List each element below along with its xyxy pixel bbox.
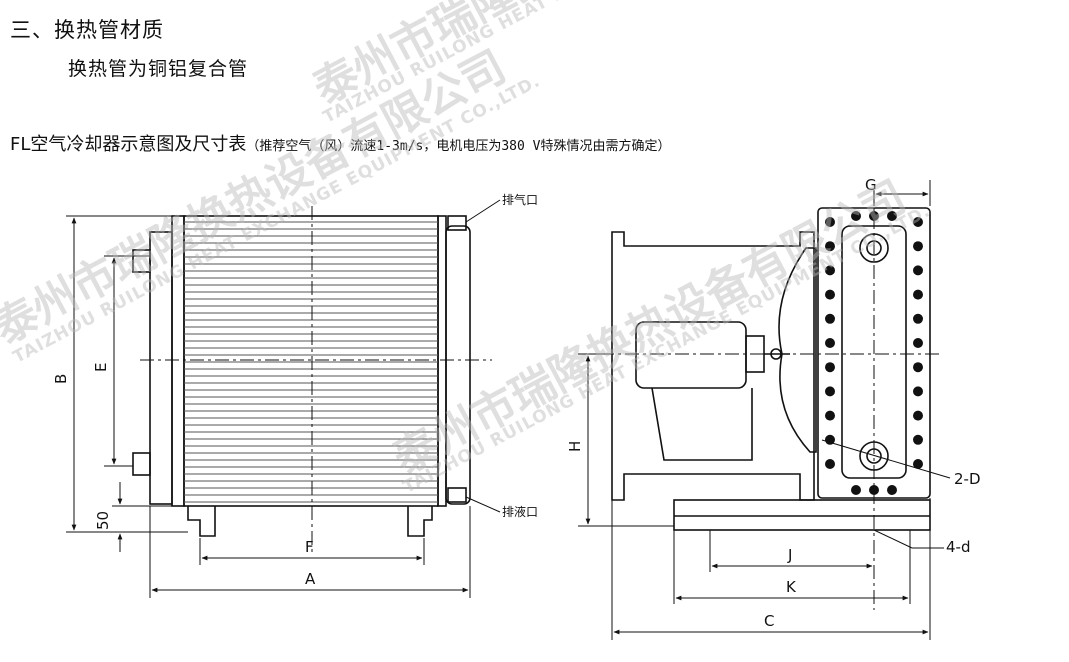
tube-dot	[913, 338, 923, 348]
motor-mount	[651, 387, 753, 461]
left-foot	[187, 506, 216, 537]
figure-caption: FL空气冷却器示意图及尺寸表（推荐空气（风）流速1-3m/s，电机电压为380 …	[10, 130, 670, 156]
dim-50-label: 50	[94, 511, 112, 530]
dim-G-label: G	[865, 176, 877, 194]
tube-dot	[825, 410, 835, 421]
tube-dot	[913, 289, 923, 300]
tube-dot	[851, 211, 861, 221]
tube-dot	[913, 313, 923, 324]
tube-dot	[913, 265, 923, 276]
tube-dot	[851, 485, 861, 495]
left-pipe-bottom	[132, 452, 151, 476]
right-foot	[407, 506, 433, 537]
tube-dot	[825, 338, 835, 348]
motor-body	[635, 321, 747, 389]
tube-dot	[913, 217, 923, 227]
tube-dot	[913, 434, 923, 445]
right-header	[445, 225, 471, 505]
fan-blade	[778, 247, 817, 453]
tube-dot	[825, 386, 835, 397]
dim-F-label: F	[305, 538, 314, 556]
tube-dot	[825, 362, 835, 373]
front-dimensions	[66, 199, 501, 598]
dim-C-label: C	[764, 612, 774, 630]
drain-cap	[447, 487, 467, 503]
vent-callout: 排气口	[502, 192, 538, 207]
left-pipe-top	[132, 249, 151, 273]
fin-core	[183, 215, 439, 507]
tube-dot	[913, 241, 923, 252]
dim-H-label: H	[566, 441, 584, 452]
tube-dots	[825, 211, 923, 495]
tube-dot	[913, 386, 923, 397]
side-view	[611, 207, 931, 531]
left-header	[149, 231, 173, 505]
dim-J-label: J	[787, 546, 792, 564]
tube-dot	[825, 459, 835, 469]
base-rail	[673, 499, 931, 531]
fin-lines	[184, 221, 438, 503]
right-frame	[437, 215, 447, 507]
tube-dot	[887, 211, 897, 221]
tube-dot	[825, 434, 835, 445]
tube-dot	[825, 241, 835, 252]
tube-dot	[913, 410, 923, 421]
dim-K-label: K	[786, 578, 797, 596]
tube-dot	[913, 459, 923, 469]
dim-A-label: A	[305, 570, 316, 588]
section-heading: 三、换热管材质	[10, 18, 164, 42]
side-centerlines	[600, 190, 940, 610]
side-dimensions	[578, 180, 951, 640]
tube-dot	[825, 289, 835, 300]
section-subheading: 换热管为铜铝复合管	[68, 58, 249, 80]
dim-B-label: B	[52, 374, 70, 384]
callout-4d: 4-d	[946, 538, 970, 556]
tube-dot	[825, 217, 835, 227]
vent-cap	[447, 215, 467, 231]
left-frame	[171, 215, 185, 507]
tube-dot	[913, 362, 923, 373]
caption-note: （推荐空气（风）流速1-3m/s，电机电压为380 V特殊情况由需方确定）	[246, 139, 671, 154]
caption-main: FL空气冷却器示意图及尺寸表	[10, 134, 247, 155]
tube-dot	[825, 265, 835, 276]
front-centerlines	[140, 206, 492, 552]
drain-callout: 排液口	[502, 504, 538, 519]
dim-E-label: E	[92, 363, 110, 372]
tube-dot	[825, 313, 835, 324]
callout-2D: 2-D	[954, 470, 981, 488]
tube-dot	[887, 485, 897, 495]
